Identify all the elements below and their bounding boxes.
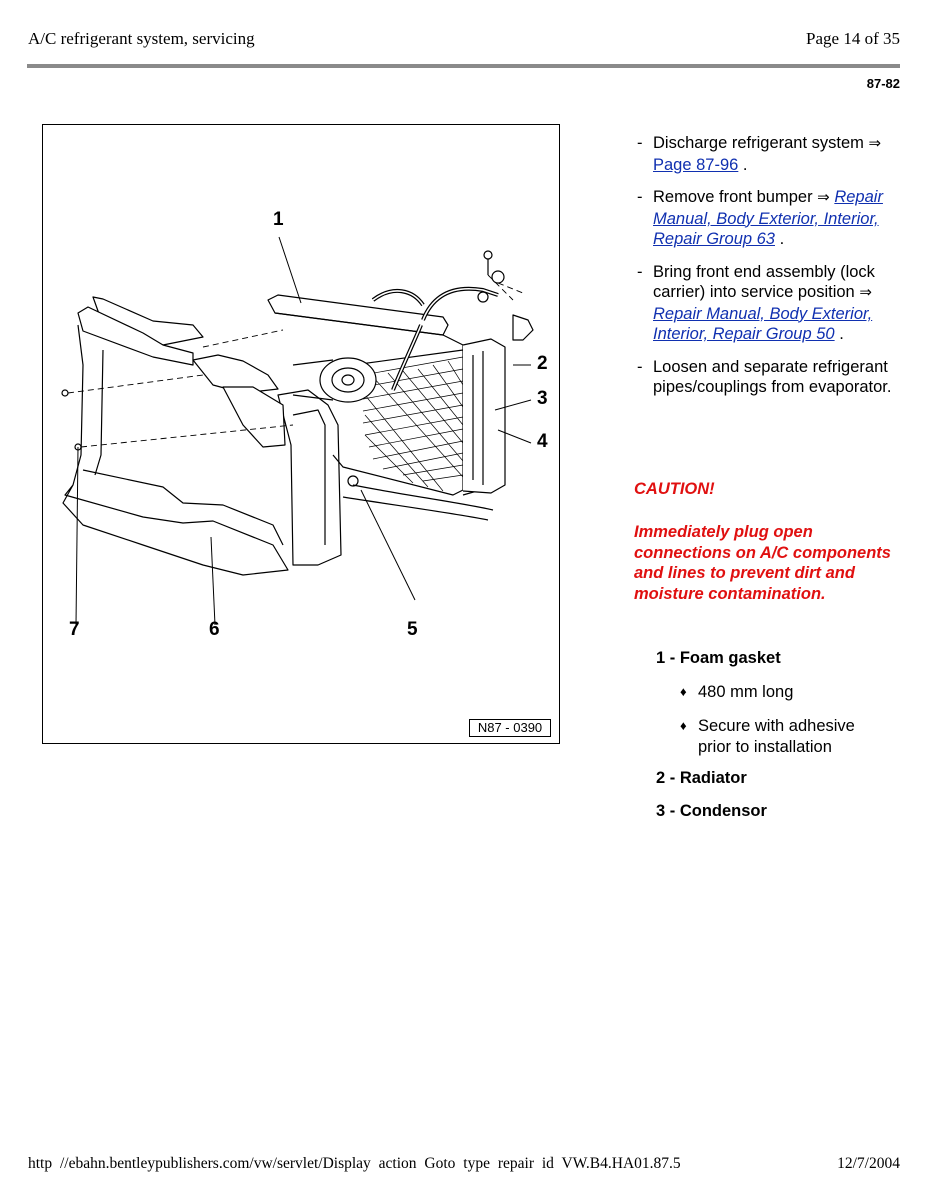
step-item: - Discharge refrigerant system ⇒ Page 87… — [637, 133, 897, 175]
callout-2: 2 — [537, 353, 548, 374]
header-divider — [27, 64, 900, 68]
step-tail: . — [738, 155, 748, 174]
diamond-bullet-icon: ♦ — [680, 718, 687, 733]
diamond-bullet-icon: ♦ — [680, 684, 687, 699]
caution-text: Immediately plug open connections on A/C… — [634, 523, 891, 603]
step-dash: - — [637, 357, 643, 376]
procedure-steps: - Discharge refrigerant system ⇒ Page 87… — [637, 133, 897, 410]
front-end-assembly-drawing — [61, 236, 534, 626]
exploded-view-figure: 1 2 3 4 5 6 7 N87 - 0390 — [42, 124, 560, 744]
link-repair-group-63[interactable]: Repair Manual, Body Exterior, Interior, … — [653, 188, 883, 248]
part-detail-item: ♦ 480 mm long — [680, 682, 890, 703]
step-text: Loosen and separate refrigerant pipes/co… — [653, 357, 892, 397]
step-text: Bring front end assembly (lock carrier) … — [653, 262, 875, 302]
document-title: A/C refrigerant system, servicing — [28, 29, 255, 48]
arrow-icon: ⇒ — [868, 135, 882, 152]
link-page-87-96[interactable]: Page 87-96 — [653, 155, 739, 174]
step-dash: - — [637, 262, 643, 281]
step-item: - Remove front bumper ⇒ Repair Manual, B… — [637, 187, 897, 250]
part-item-condensor: 3 - Condensor — [656, 802, 767, 820]
callout-6: 6 — [209, 619, 220, 640]
arrow-icon: ⇒ — [859, 284, 872, 301]
caution-heading: CAUTION! — [634, 480, 715, 498]
step-text: Remove front bumper — [653, 188, 818, 206]
section-number: 87-82 — [866, 76, 900, 91]
part-detail-item: ♦ Secure with adhesive prior to installa… — [680, 716, 890, 757]
footer-date: 12/7/2004 — [837, 1155, 900, 1172]
figure-code: N87 - 0390 — [469, 719, 551, 737]
step-dash: - — [637, 188, 643, 206]
footer-url: http //ebahn.bentleypublishers.com/vw/se… — [28, 1155, 681, 1172]
callout-5: 5 — [407, 619, 418, 640]
callout-7: 7 — [69, 619, 80, 640]
arrow-icon: ⇒ — [817, 189, 830, 206]
callout-4: 4 — [537, 431, 548, 452]
step-dash: - — [637, 134, 643, 152]
step-tail: . — [775, 230, 785, 248]
part-item-radiator: 2 - Radiator — [656, 769, 747, 787]
callout-3: 3 — [537, 388, 548, 409]
step-tail: . — [834, 325, 844, 343]
page-number: Page 14 of 35 — [806, 29, 900, 48]
link-repair-group-50[interactable]: Repair Manual, Body Exterior, Interior, … — [653, 304, 873, 344]
part-detail-text: Secure with adhesive prior to installati… — [698, 717, 855, 756]
step-text: Discharge refrigerant system — [653, 134, 869, 152]
part-item-foam-gasket: 1 - Foam gasket — [656, 649, 781, 667]
callout-1: 1 — [273, 209, 284, 230]
step-item: - Bring front end assembly (lock carrier… — [637, 262, 897, 345]
step-item: - Loosen and separate refrigerant pipes/… — [637, 357, 897, 398]
part-detail-text: 480 mm long — [698, 683, 794, 701]
